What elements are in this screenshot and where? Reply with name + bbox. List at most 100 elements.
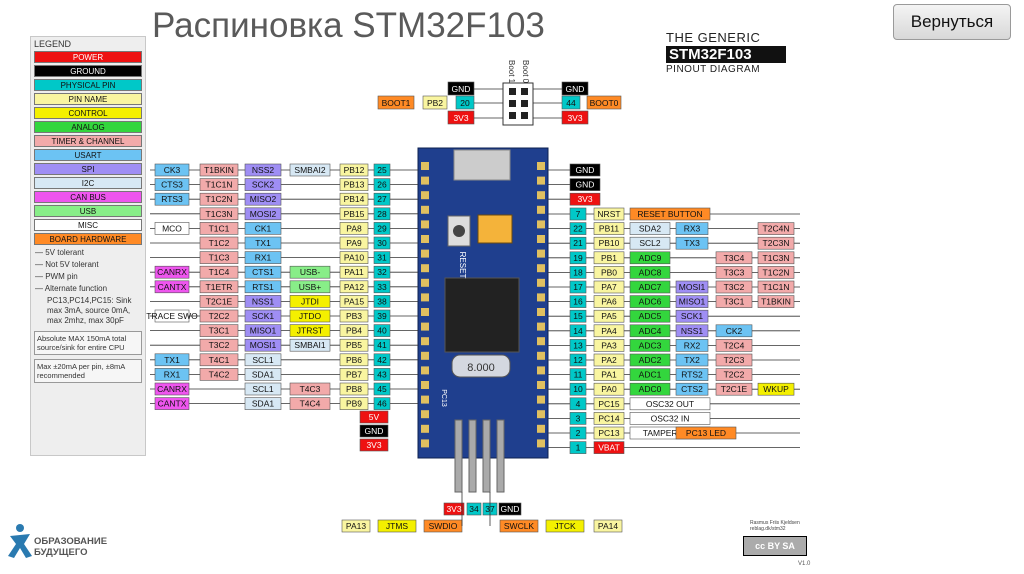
- right-pin-cell-text: PB1: [601, 253, 617, 263]
- right-pin-cell: [593, 353, 625, 367]
- header-pin-right: [537, 176, 545, 185]
- right-pin-cell: [593, 324, 625, 338]
- right-pin-cell-text: 4: [576, 399, 581, 409]
- bottom-jtms-text: JTMS: [386, 521, 409, 531]
- left-gnd: [359, 424, 389, 438]
- back-button[interactable]: Вернуться: [893, 4, 1011, 40]
- left-pin-cell: [199, 163, 239, 177]
- left-pin-cell: [244, 353, 282, 367]
- swd-pin: [482, 419, 491, 493]
- right-pin-cell-text: PA0: [601, 384, 617, 394]
- left-pin-cell: [373, 280, 391, 294]
- boot0-label: Boot 0: [521, 60, 530, 84]
- left-pin-cell: [373, 222, 391, 235]
- right-pin-cell: [757, 236, 795, 250]
- header-pin-left: [421, 439, 429, 448]
- swd-pin: [468, 419, 477, 493]
- right-pin-cell-text: TX3: [684, 238, 700, 248]
- right-pin-cell: [593, 397, 625, 411]
- left-pin-cell-text: RX1: [255, 253, 272, 263]
- left-pin-cell-text: CANRX: [157, 267, 187, 277]
- right-pin-cell: [715, 251, 753, 265]
- left-pin-cell-text: CANTX: [158, 282, 187, 292]
- left-pin-cell: [154, 397, 190, 410]
- left-pin-cell: [373, 397, 391, 410]
- right-pin-cell-text: T1C1N: [763, 282, 790, 292]
- left-pin-cell: [289, 309, 331, 323]
- right-pin-cell-text: NRST: [597, 209, 620, 219]
- bottom-pa14-text: PA14: [598, 521, 618, 531]
- right-pin-cell-text: PA3: [601, 340, 617, 350]
- header-pin-left: [421, 308, 429, 316]
- bottom-swdio-text: SWDIO: [429, 521, 458, 531]
- right-pin-cell-text: T2C3N: [763, 238, 790, 248]
- right-pin-cell-text: 13: [573, 340, 583, 350]
- right-pin-cell-text: ADC4: [639, 326, 662, 336]
- left-pin-cell: [339, 309, 369, 323]
- header-pin-left: [421, 205, 429, 214]
- boot-gnd-left: [447, 81, 475, 96]
- left-pin-cell-text: 26: [377, 180, 387, 190]
- right-pin-cell: [569, 251, 587, 265]
- header-pin-right: [537, 322, 545, 331]
- left-pin-cell-text: T1C1N: [206, 180, 233, 190]
- right-pin-cell-text: ADC6: [639, 297, 662, 307]
- left-pin-cell-text: 42: [377, 355, 387, 365]
- legend-item: BOARD HARDWARE: [34, 233, 142, 245]
- left-pin-cell: [244, 163, 282, 177]
- legend-item: CONTROL: [34, 107, 142, 119]
- right-pin-cell: [675, 382, 709, 396]
- reset-label: RESET: [458, 252, 467, 279]
- right-pin-cell-text: VBAT: [598, 443, 620, 453]
- left-pin-cell: [339, 353, 369, 367]
- right-pin-cell-text: PC13: [598, 428, 620, 438]
- right-pin-cell-text: T2C1E: [721, 384, 748, 394]
- right-pin-cell-text: CK2: [726, 326, 743, 336]
- left-pin-cell-text: SMBAI1: [294, 340, 325, 350]
- left-pin-cell-text: 41: [377, 340, 387, 350]
- brand-title: THE GENERIC STM32F103 PINOUT DIAGRAM: [666, 30, 786, 75]
- right-pin-cell-text: RTS2: [681, 370, 703, 380]
- left-pin-cell-text: SCK1: [252, 311, 274, 321]
- left-pin-cell: [154, 353, 190, 367]
- left-pin-cell-text: 32: [377, 267, 387, 277]
- left-pin-cell: [244, 295, 282, 308]
- left-pin-cell: [154, 368, 190, 381]
- right-pin-cell-text: PC14: [598, 413, 620, 423]
- left-pin-cell-text: T4C1: [209, 355, 230, 365]
- right-pin-cell: [757, 295, 795, 308]
- right-pin-cell-text: T2C4N: [763, 224, 790, 234]
- header-pin-left: [421, 424, 429, 433]
- left-pin-cell: [199, 192, 239, 206]
- right-pin-cell: [593, 280, 625, 294]
- header-pin-left: [421, 322, 429, 331]
- right-pin-cell-text: ADC5: [639, 311, 662, 321]
- right-pin-cell: [593, 236, 625, 250]
- right-pin-cell: [569, 426, 587, 440]
- credit-url: reblag.dk/stm32: [750, 526, 786, 532]
- right-pin-cell: [593, 207, 625, 221]
- left-pin-cell: [339, 338, 369, 352]
- left-pin-cell-text: PB4: [346, 326, 362, 336]
- left-pin-cell: [199, 338, 239, 352]
- left-pin-cell-text: RTS3: [161, 194, 183, 204]
- left-pin-cell-text: 27: [377, 194, 387, 204]
- left-pin-cell: [373, 353, 391, 367]
- bottom-jtck-text: JTCK: [554, 521, 576, 531]
- header-pin-left: [421, 249, 429, 258]
- header-pin-right: [537, 191, 545, 200]
- right-pin-cell: [593, 339, 625, 352]
- left-pin-cell: [373, 324, 391, 337]
- left-pin-cell: [199, 295, 239, 308]
- left-pin-cell-text: T1C2N: [206, 194, 233, 204]
- right-pin-cell: [593, 441, 625, 454]
- left-pin-cell-text: T1BKIN: [204, 165, 234, 175]
- right-pin-cell: [675, 280, 709, 294]
- boot-header: [502, 82, 534, 126]
- mcu-chip: [444, 277, 520, 353]
- left-pin-cell-text: TX1: [255, 238, 271, 248]
- right-pin-cell-text: PC15: [598, 399, 620, 409]
- right-pin-cell: [675, 426, 737, 440]
- legend-item: GROUND: [34, 65, 142, 77]
